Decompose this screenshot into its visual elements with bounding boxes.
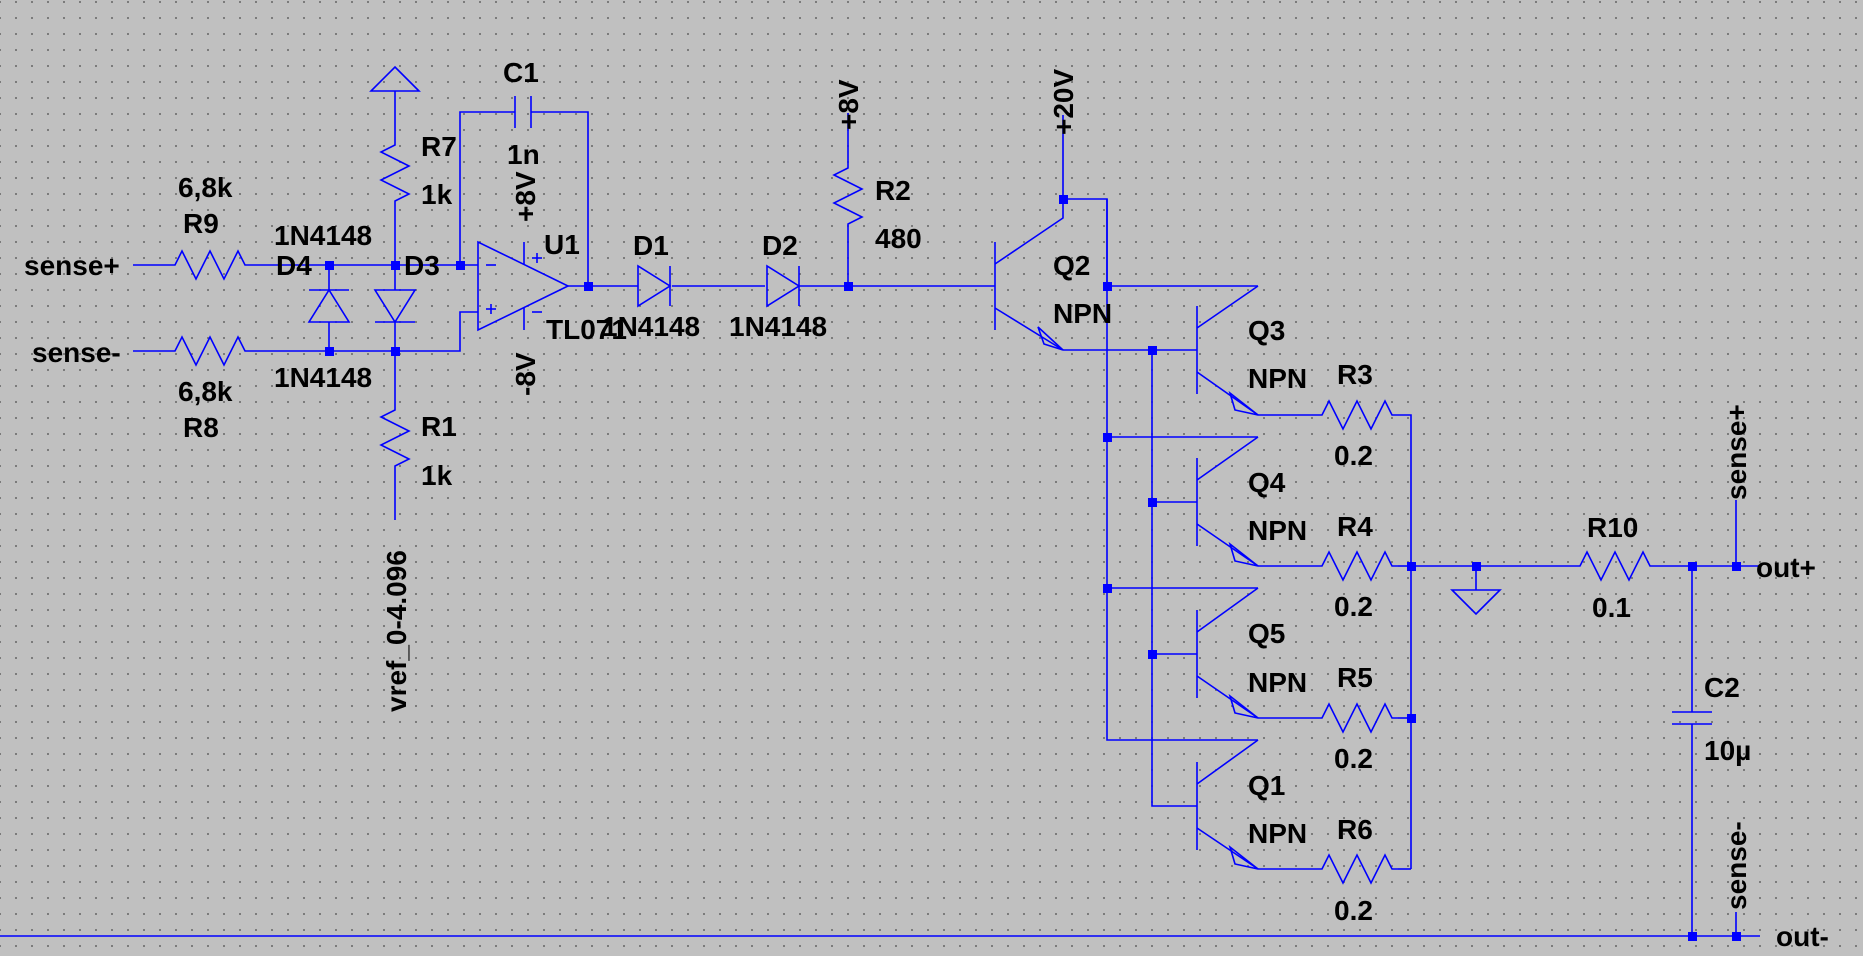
label-r9-ref: R9 <box>183 208 219 239</box>
label-r2-ref: R2 <box>875 175 911 206</box>
ground-symbol-top <box>369 65 421 92</box>
label-r3-value: 0.2 <box>1334 440 1373 471</box>
label-r8-value: 6,8k <box>178 376 233 407</box>
resistor-r5[interactable] <box>1312 702 1398 734</box>
label-q3-ref: Q3 <box>1248 315 1285 346</box>
label-r5-value: 0.2 <box>1334 743 1373 774</box>
resistor-r9[interactable] <box>165 249 250 281</box>
capacitor-c1[interactable] <box>514 96 532 128</box>
opamp-u1[interactable] <box>477 240 570 332</box>
label-q5-value: NPN <box>1248 667 1307 698</box>
label-r4-value: 0.2 <box>1334 591 1373 622</box>
label-d1-value: 1N4148 <box>602 311 700 342</box>
resistor-r8[interactable] <box>165 335 250 367</box>
resistor-r7[interactable] <box>379 137 411 207</box>
diode-d1[interactable] <box>637 264 672 308</box>
junctions <box>325 195 1741 941</box>
label-r1-ref: R1 <box>421 411 457 442</box>
label-q2-ref: Q2 <box>1053 250 1090 281</box>
net-label-collector-supply: +20V <box>1048 69 1079 135</box>
label-c2-value: 10µ <box>1704 735 1751 766</box>
resistor-r10[interactable] <box>1570 550 1655 582</box>
resistor-r4[interactable] <box>1312 550 1398 582</box>
label-d2-ref: D2 <box>762 230 798 261</box>
label-c1-ref: C1 <box>503 57 539 88</box>
label-c1-value: 1n <box>507 139 540 170</box>
net-label-opamp-neg-supply: -8V <box>510 352 541 396</box>
label-r8-ref: R8 <box>183 412 219 443</box>
label-r6-ref: R6 <box>1337 814 1373 845</box>
label-q4-ref: Q4 <box>1248 467 1286 498</box>
transistor-q1[interactable] <box>1152 739 1259 870</box>
label-r7-ref: R7 <box>421 131 457 162</box>
label-u1-value: TL071 <box>546 314 627 345</box>
label-d3-value: 1N4148 <box>274 220 372 251</box>
transistor-q3[interactable] <box>1196 285 1259 416</box>
transistor-q2[interactable] <box>994 199 1064 351</box>
label-r10-ref: R10 <box>1587 512 1638 543</box>
net-label-sense-minus-out: sense- <box>1721 821 1752 910</box>
label-d2-value: 1N4148 <box>729 311 827 342</box>
label-r1-value: 1k <box>421 460 453 491</box>
net-label-sense-minus-in: sense- <box>32 337 121 368</box>
net-label-sense-plus-out: sense+ <box>1721 404 1752 500</box>
label-q4-value: NPN <box>1248 515 1307 546</box>
label-d4-ref: D4 <box>276 250 312 281</box>
label-q3-value: NPN <box>1248 363 1307 394</box>
label-q2-value: NPN <box>1053 298 1112 329</box>
label-q1-value: NPN <box>1248 818 1307 849</box>
label-u1-ref: U1 <box>544 229 580 260</box>
label-r3-ref: R3 <box>1337 359 1373 390</box>
label-r10-value: 0.1 <box>1592 592 1631 623</box>
label-q5-ref: Q5 <box>1248 618 1285 649</box>
label-r5-ref: R5 <box>1337 662 1373 693</box>
label-r7-value: 1k <box>421 179 453 210</box>
diode-d4[interactable] <box>307 280 351 330</box>
wires <box>0 91 1760 937</box>
net-label-out-minus: out- <box>1776 921 1829 952</box>
resistor-r6[interactable] <box>1312 853 1398 885</box>
label-r9-value: 6,8k <box>178 172 233 203</box>
transistor-q4[interactable] <box>1196 436 1259 567</box>
label-q1-ref: Q1 <box>1248 770 1285 801</box>
resistor-r2[interactable] <box>832 143 864 256</box>
diode-d2[interactable] <box>766 264 801 308</box>
label-r4-ref: R4 <box>1337 511 1373 542</box>
net-label-vref: vref_0-4.096 <box>381 550 412 712</box>
resistor-r3[interactable] <box>1312 399 1398 431</box>
ground-symbol-output <box>1450 589 1502 616</box>
transistor-q5[interactable] <box>1196 587 1259 719</box>
resistor-r1[interactable] <box>379 402 411 488</box>
label-r6-value: 0.2 <box>1334 895 1373 926</box>
label-d4-value: 1N4148 <box>274 362 372 393</box>
net-label-out-plus: out+ <box>1756 552 1816 583</box>
net-label-opamp-pos-supply: +8V <box>510 171 541 222</box>
net-label-sense-plus-in: sense+ <box>24 250 120 281</box>
capacitor-c2[interactable] <box>1672 711 1712 725</box>
label-d1-ref: D1 <box>633 230 669 261</box>
net-label-pullup-supply: +8V <box>833 79 864 130</box>
diode-d3[interactable] <box>373 280 417 330</box>
label-r2-value: 480 <box>875 223 922 254</box>
label-d3-ref: D3 <box>404 250 440 281</box>
label-c2-ref: C2 <box>1704 672 1740 703</box>
